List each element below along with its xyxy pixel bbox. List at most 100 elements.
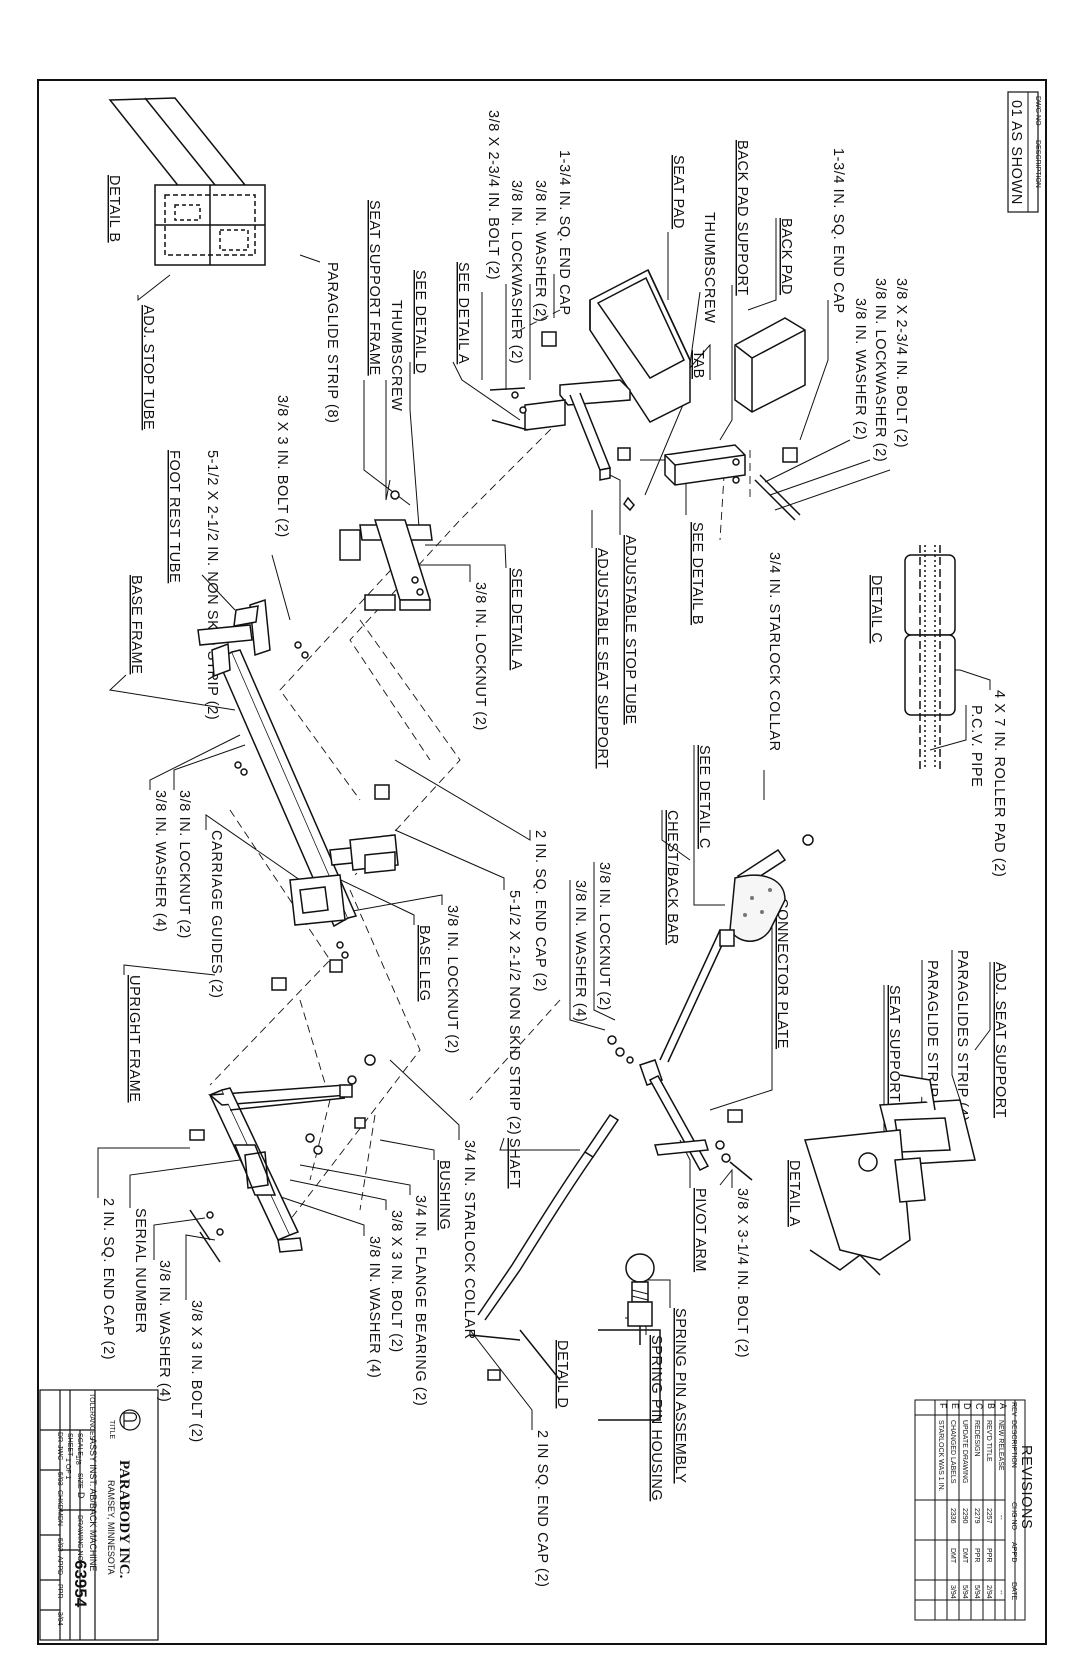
- tb-title-label: TITLE: [108, 1420, 115, 1439]
- label-detail-c: DETAIL C: [868, 575, 884, 643]
- tb-dwg-no-label: DRAWING NO.: [76, 1515, 83, 1563]
- tb-chkd: MDN: [56, 1510, 63, 1526]
- tb-dwg-no: 63954: [71, 1560, 90, 1608]
- rev-row-b-rev: B: [986, 1403, 996, 1409]
- label-seat-support-frame: SEAT SUPPORT FRAME: [366, 200, 382, 376]
- label-see-detail-b: SEE DETAIL B: [689, 522, 705, 625]
- detail-c-drawing: [904, 545, 956, 770]
- tb-company: PARABODY INC.: [116, 1460, 132, 1579]
- rev-header-description: DESCRIPTION: [1010, 1420, 1017, 1468]
- tb-appd-label: APPD: [56, 1556, 63, 1575]
- tb-size: D: [76, 1492, 86, 1499]
- label-locknut-chest: 3/8 IN. LOCKNUT (2): [596, 862, 612, 1011]
- rev-row-c-appd: PPR: [973, 1548, 980, 1562]
- dwg-no-header: DWG NO: [1034, 96, 1041, 126]
- tb-dr: JWC: [56, 1445, 63, 1460]
- rev-row-e-rev: E: [950, 1403, 960, 1409]
- tb-dr-label: DR: [56, 1432, 63, 1442]
- rev-row-d-desc: UPDATE DRAWING: [961, 1420, 968, 1483]
- label-washer-left: 3/8 IN. WASHER (4): [152, 790, 168, 932]
- label-detail-b: DETAIL B: [106, 175, 122, 243]
- label-lockwasher-top: 3/8 IN. LOCKWASHER (2): [872, 278, 888, 462]
- base-frame: [197, 598, 399, 991]
- label-adj-stop-tube: ADJ. STOP TUBE: [140, 305, 156, 430]
- tb-sheet-label: SHEET: [66, 1433, 73, 1457]
- rev-row-c-date: 5/94: [973, 1585, 980, 1599]
- tb-tolerances: TOLERANCES: [88, 1393, 95, 1441]
- label-washer-top: 3/8 IN. WASHER (2): [852, 298, 868, 440]
- label-bolt-3-1-4: 3/8 X 3-1/4 IN. BOLT (2): [734, 1188, 750, 1358]
- rev-row-a-chg: --: [997, 1515, 1004, 1520]
- label-end-cap-top: 1-3/4 IN. SQ. END CAP: [830, 148, 846, 314]
- label-see-detail-a-1: SEE DETAIL A: [455, 262, 471, 364]
- label-bolt-3in-3: 3/8 X 3 IN. BOLT (2): [188, 1300, 204, 1443]
- label-thumbscrew-mid: THUMBSCREW: [388, 300, 404, 412]
- label-back-pad: BACK PAD: [778, 218, 794, 295]
- tb-scale-label: SCALE: [76, 1433, 83, 1456]
- label-base-leg: BASE LEG: [416, 925, 432, 1002]
- rev-row-b-chg: 2257: [985, 1508, 992, 1524]
- label-end-cap-2in-mid: 2 IN. SQ. END CAP (2): [532, 830, 548, 992]
- label-bolt-top: 3/8 X 2-3/4 IN. BOLT (2): [893, 278, 909, 448]
- label-tab: TAB: [690, 350, 706, 379]
- drawing-border: [37, 79, 1047, 1645]
- label-shaft: SHAFT: [506, 1138, 522, 1189]
- rev-row-b-desc: REV'D TITLE: [985, 1420, 992, 1462]
- rev-row-d-appd: DMT: [961, 1548, 968, 1564]
- rev-row-a-date: --: [997, 1590, 1004, 1595]
- assembly-dashed-lines: [209, 309, 751, 1221]
- rev-row-a-rev: A: [998, 1403, 1008, 1409]
- detail-b-drawing: [108, 97, 266, 266]
- seat-pad-assembly: [489, 268, 691, 512]
- label-end-cap-mid: 1-3/4 IN. SQ. END CAP: [556, 150, 572, 316]
- label-pvc-pipe: P.C.V. PIPE: [968, 705, 984, 787]
- rev-row-c-rev: C: [974, 1403, 984, 1410]
- tb-chkd-label: CHKD: [56, 1490, 63, 1510]
- back-pad-assembly: [664, 317, 806, 521]
- label-detail-a: DETAIL A: [786, 1160, 802, 1227]
- label-back-pad-support: BACK PAD SUPPORT: [734, 140, 750, 296]
- label-locknut-top: 3/8 IN. LOCKNUT (2): [472, 582, 488, 731]
- rev-row-d-rev: D: [962, 1403, 972, 1410]
- rev-row-b-date: 2/94: [985, 1585, 992, 1599]
- description-header: DESCRIPTION: [1034, 140, 1041, 188]
- label-washer-bottom: 3/8 IN. WASHER (4): [366, 1236, 382, 1378]
- label-pivot-arm: PIVOT ARM: [692, 1188, 708, 1272]
- rev-header-rev: REV: [1010, 1402, 1017, 1417]
- upright-frame: [189, 1054, 376, 1263]
- tb-title: ASSY INST. AB/BACK MACHINE: [88, 1438, 98, 1571]
- label-starlock-bottom: 3/4 IN. STARLOCK COLLAR: [461, 1140, 477, 1340]
- label-chest-back-bar: CHEST/BACK BAR: [664, 810, 680, 945]
- label-washer-chest: 3/8 IN. WASHER (4): [572, 880, 588, 1022]
- rev-row-c-chg: 2279: [973, 1508, 980, 1524]
- parabody-logo-icon: [119, 1409, 141, 1431]
- label-flange-bearing: 3/4 IN. FLANGE BEARING (2): [412, 1195, 428, 1406]
- label-see-detail-c: SEE DETAIL C: [696, 745, 712, 849]
- label-bolt-3in-2: 3/8 X 3 IN. BOLT (2): [388, 1210, 404, 1353]
- pivot-arm-shaft: [469, 1075, 753, 1381]
- tb-dr-date: 5/93: [56, 1472, 63, 1486]
- dwg-no-value: 01 AS SHOWN: [1008, 100, 1024, 205]
- label-bolt-3in-1: 3/8 X 3 IN. BOLT (2): [274, 395, 290, 538]
- chest-back-bar: [607, 834, 814, 1086]
- label-paraglides-strip-4: PARAGLIDES STRIP (4): [954, 950, 970, 1122]
- rev-row-e-desc: CHANGED LABELS: [949, 1420, 956, 1484]
- tb-sheet: 1 OF 1: [64, 1458, 71, 1480]
- rev-row-d-chg: 2290: [961, 1508, 968, 1524]
- tb-chkd-date: 5/93: [56, 1538, 63, 1552]
- label-seat-pad: SEAT PAD: [670, 155, 686, 229]
- label-carriage-guides: CARRIAGE GUIDES (2): [208, 830, 224, 999]
- rev-row-e-appd: DMT: [949, 1548, 956, 1564]
- label-end-cap-bottom: 2 IN. SQ. END CAP (2): [100, 1198, 116, 1360]
- label-upright-frame: UPRIGHT FRAME: [126, 975, 142, 1103]
- rev-row-e-date: 3/94: [949, 1585, 956, 1599]
- rev-row-c-desc: REDESIGN: [973, 1420, 980, 1457]
- label-roller-pad: 4 X 7 IN. ROLLER PAD (2): [991, 690, 1007, 877]
- revisions-table: REVISIONS REV DESCRIPTION CHG NO APP'D D…: [914, 1399, 1034, 1621]
- tb-scale: 1/8: [74, 1455, 81, 1465]
- rev-row-b-appd: PPR: [985, 1548, 992, 1562]
- revisions-title: REVISIONS: [1018, 1445, 1034, 1529]
- label-foot-rest-tube: FOOT REST TUBE: [166, 450, 182, 583]
- rev-row-e-chg: 2336: [949, 1508, 956, 1524]
- tb-appd: PPR: [56, 1584, 63, 1598]
